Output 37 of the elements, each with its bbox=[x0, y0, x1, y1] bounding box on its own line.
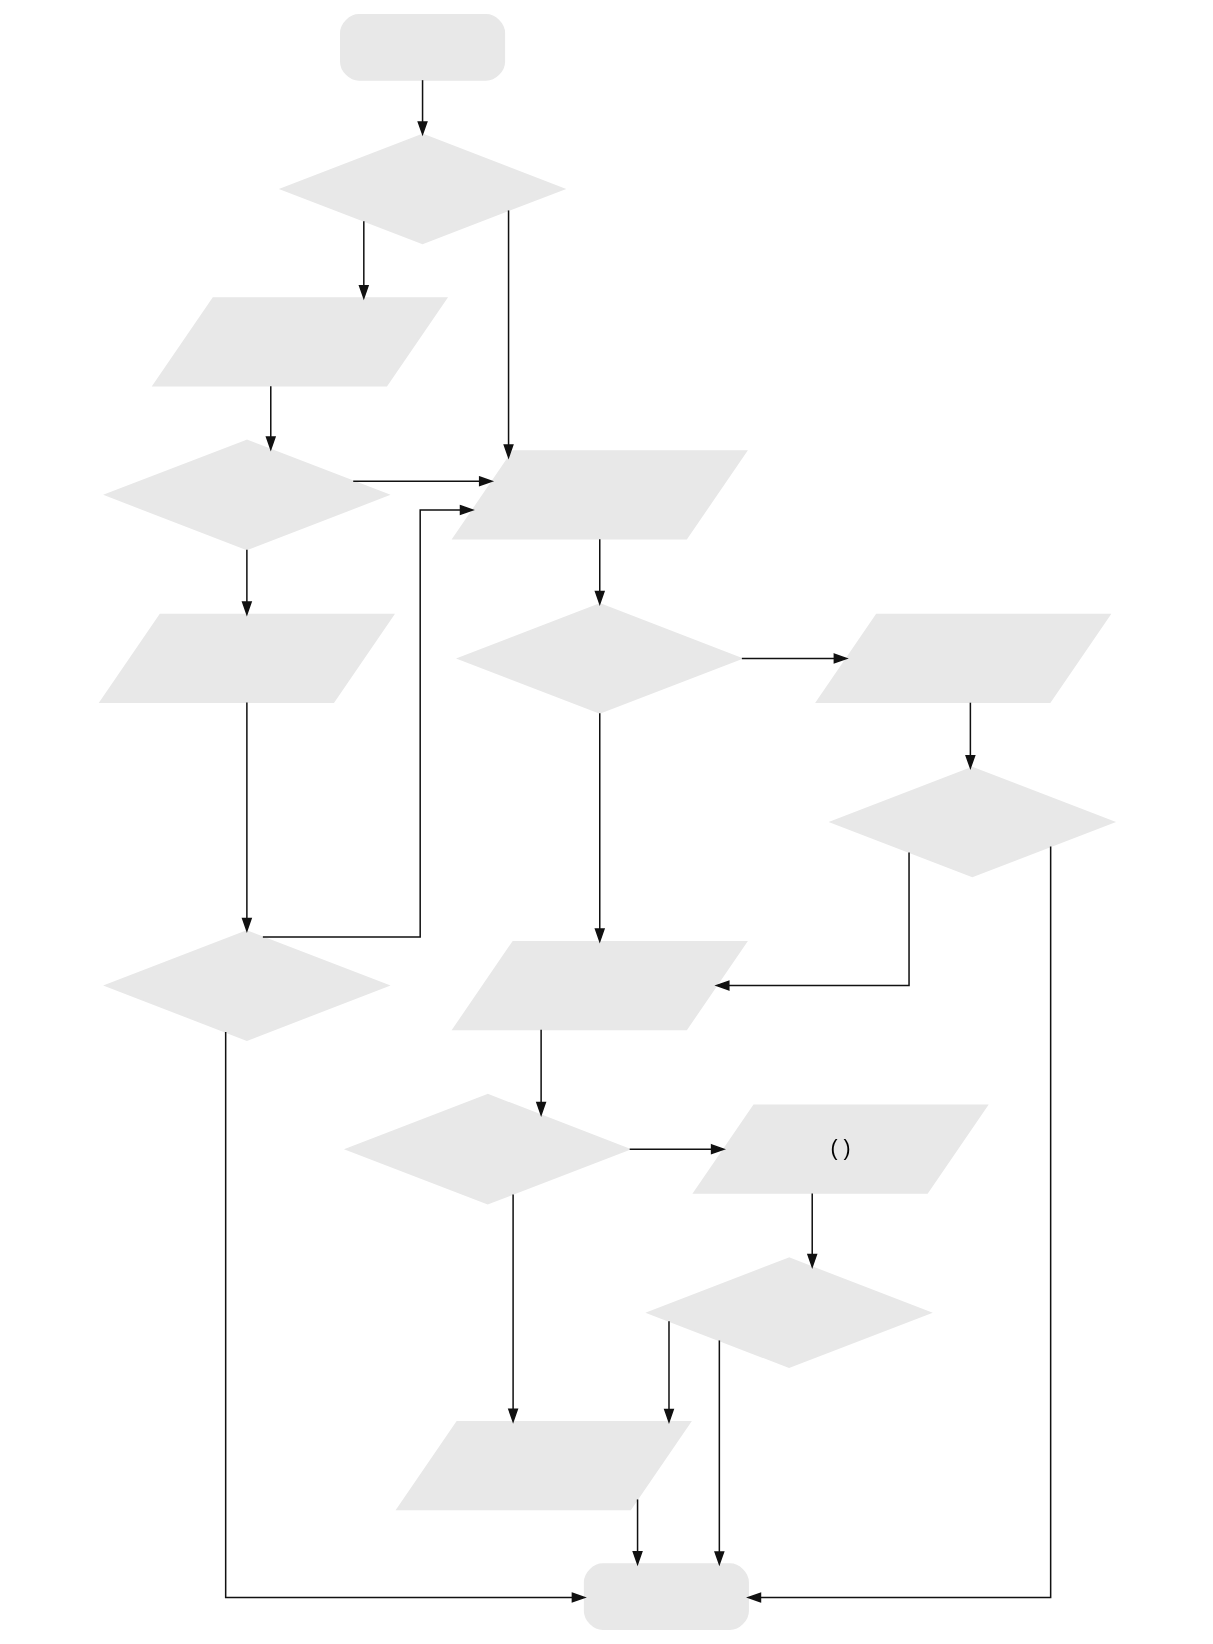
node-parallelogram bbox=[814, 613, 1111, 704]
node-diamond bbox=[343, 1093, 631, 1205]
arrow bbox=[745, 845, 1051, 1603]
arrow bbox=[713, 1339, 725, 1567]
node-diamond bbox=[644, 1257, 933, 1369]
arrow bbox=[507, 1193, 518, 1424]
node-diamond bbox=[828, 766, 1116, 878]
arrow bbox=[628, 1143, 726, 1155]
arrow bbox=[631, 1498, 643, 1567]
arrow bbox=[241, 701, 252, 933]
arrow bbox=[740, 653, 849, 664]
arrow bbox=[351, 475, 494, 487]
arrow bbox=[964, 701, 976, 771]
node-parallelogram bbox=[151, 297, 448, 387]
node-diamond bbox=[102, 930, 391, 1041]
node-parallelogram bbox=[451, 450, 748, 540]
arrow bbox=[261, 504, 475, 938]
node-diamond bbox=[102, 439, 391, 551]
arrow bbox=[264, 385, 276, 452]
arrow bbox=[663, 1320, 674, 1424]
node-oval bbox=[583, 1563, 749, 1630]
arrow bbox=[241, 549, 252, 617]
node-parallelogram bbox=[395, 1421, 692, 1511]
arrow bbox=[535, 1029, 546, 1117]
arrow bbox=[713, 851, 910, 991]
arrow bbox=[593, 538, 605, 606]
node-oval bbox=[339, 14, 505, 81]
node-parallelogram bbox=[98, 613, 395, 704]
arrow bbox=[358, 220, 369, 301]
arrow bbox=[502, 209, 514, 460]
node-diamond bbox=[278, 133, 566, 245]
arrow bbox=[416, 79, 428, 137]
arrow bbox=[806, 1192, 818, 1269]
node-diamond bbox=[455, 603, 743, 714]
node-parallelogram bbox=[451, 940, 748, 1031]
arrow bbox=[593, 712, 605, 944]
arrow bbox=[224, 1031, 587, 1603]
